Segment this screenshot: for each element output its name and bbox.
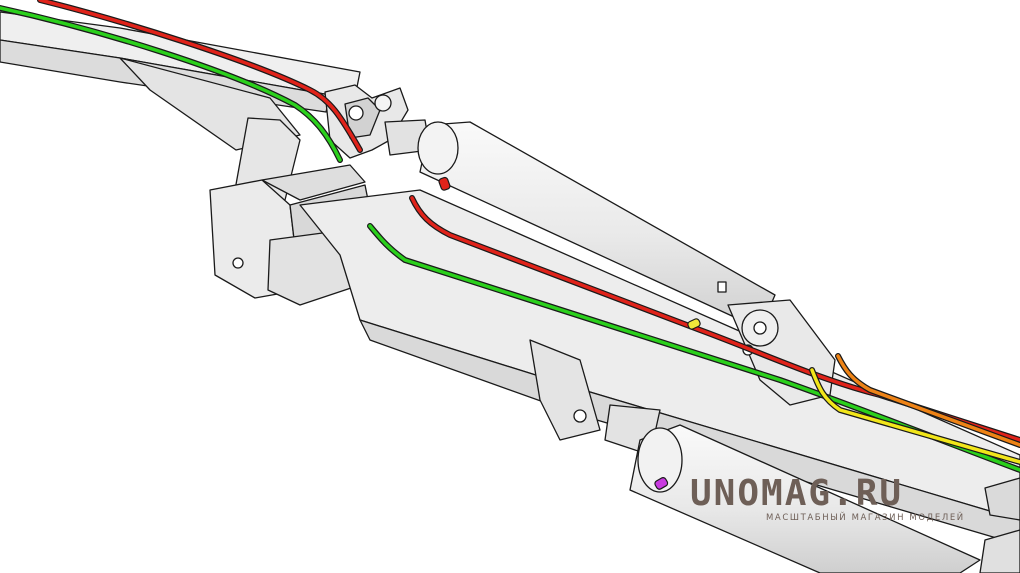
- watermark-tagline: МАСШТАБНЫЙ МАГАЗИН МОДЕЛЕЙ: [766, 511, 965, 523]
- hydraulic-hoses: [0, 0, 1020, 473]
- red-fitting: [438, 176, 451, 191]
- upper-boom-arm: [0, 11, 361, 151]
- magenta-fitting: [654, 477, 669, 490]
- lower-hydraulic-cylinder: [604, 404, 981, 573]
- watermark: UNOMAG.RU МАСШТАБНЫЙ МАГАЗИН МОДЕЛЕЙ: [690, 473, 965, 523]
- mid-pivot-joint: [727, 299, 836, 406]
- hose-fittings: [438, 176, 701, 490]
- yellow-fitting: [687, 318, 701, 330]
- watermark-brand: UNOMAG.RU: [690, 473, 903, 514]
